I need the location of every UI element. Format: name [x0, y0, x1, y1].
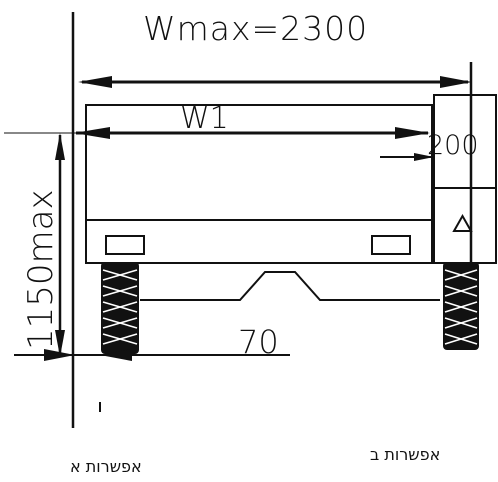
w1-arrow-left — [74, 127, 110, 139]
offset-200-label: 200 — [427, 130, 479, 161]
wheel-left — [101, 262, 139, 354]
cargo-box-outline — [85, 104, 433, 264]
w1-dimension: W1 — [4, 101, 430, 139]
trailer-body — [85, 94, 497, 301]
height-label: 1150max — [21, 189, 61, 350]
axle-beam — [140, 271, 440, 301]
wmax-label: Wmax=2300 — [143, 9, 368, 48]
taillight-right — [371, 235, 411, 255]
wmax-arrow-right — [440, 76, 472, 88]
wheel-gap-dimension: 70 — [14, 323, 290, 361]
w1-label: W1 — [180, 101, 229, 136]
height-arrow-top — [55, 133, 65, 160]
height-arrow-bottom — [55, 330, 65, 357]
taillight-left — [105, 235, 145, 255]
wheel-right — [443, 262, 479, 350]
caption-option-a: אפשרות א — [70, 457, 142, 476]
wmax-dimension: Wmax=2300 — [78, 9, 472, 88]
wmax-arrow-left — [78, 76, 112, 88]
offset-200-dimension: 200 — [380, 130, 479, 161]
w1-arrow-right — [395, 127, 430, 139]
offset-200-arrow — [414, 153, 434, 161]
side-panel-right — [433, 94, 497, 264]
height-dimension: 1150max — [21, 133, 65, 357]
caption-option-b: אפשרות ב — [370, 445, 440, 464]
wheel-gap-arrow-left — [44, 349, 75, 361]
wheel-gap-arrow-right — [100, 349, 132, 361]
warning-triangle-icon — [452, 213, 473, 232]
